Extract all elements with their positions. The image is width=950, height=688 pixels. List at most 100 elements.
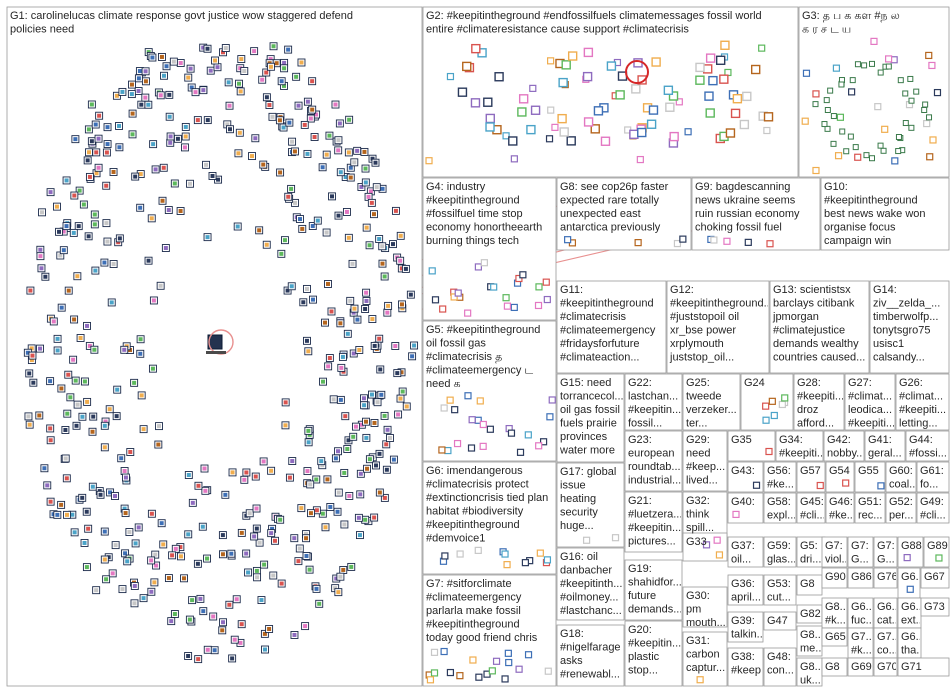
node xyxy=(854,61,861,68)
group-cell-g90 xyxy=(821,567,848,589)
group-label-line: demands wealthy xyxy=(773,338,859,350)
node-avatar xyxy=(86,127,91,132)
group-cell-g14 xyxy=(869,280,950,374)
node-avatar xyxy=(143,69,148,74)
group-label-line: G34: xyxy=(779,434,803,446)
node xyxy=(824,125,831,132)
group-cell-g51 xyxy=(854,492,886,524)
node-avatar xyxy=(150,366,155,371)
node xyxy=(503,302,512,310)
node xyxy=(450,293,458,301)
node-avatar xyxy=(178,61,183,66)
node-avatar xyxy=(341,567,346,572)
node-avatar xyxy=(220,552,225,557)
group-label-g46: G46:#ke... xyxy=(829,496,856,522)
node xyxy=(723,237,731,245)
group-label-line: #ke... xyxy=(829,510,856,522)
group-cell-g60 xyxy=(885,461,917,493)
group-cell-g5 xyxy=(422,320,557,462)
node-avatar xyxy=(304,536,309,541)
node-avatar xyxy=(274,61,279,66)
node xyxy=(880,147,887,154)
node xyxy=(543,556,552,564)
node-avatar xyxy=(367,243,372,248)
group-cell-g71 xyxy=(897,657,950,677)
node-avatar xyxy=(237,81,242,86)
node-avatar xyxy=(94,150,99,155)
node-avatar xyxy=(151,298,156,303)
node-avatar xyxy=(347,117,352,122)
node xyxy=(770,411,778,420)
node xyxy=(852,144,859,151)
node-avatar xyxy=(189,85,194,90)
group-label-line: heating xyxy=(560,493,596,505)
group-label-g21: G21:#luetzera...#keepitin...pictures... xyxy=(628,495,682,548)
group-label-line: க ர ச ட ய xyxy=(802,24,851,36)
node xyxy=(611,534,620,542)
node-avatar xyxy=(308,511,313,516)
group-label-line: need க xyxy=(426,378,461,390)
node xyxy=(842,479,850,487)
node-avatar xyxy=(300,226,305,231)
group-cell-g39 xyxy=(727,611,764,643)
group-cell-g16 xyxy=(556,547,625,621)
group-label-g89: G89 xyxy=(927,540,948,552)
node-avatar xyxy=(327,356,332,361)
node xyxy=(503,561,511,569)
node xyxy=(720,40,730,50)
node-avatar xyxy=(127,530,132,535)
node xyxy=(446,72,455,81)
node xyxy=(615,90,625,100)
group-cell-g56 xyxy=(763,461,797,493)
node xyxy=(675,98,683,106)
node-avatar xyxy=(61,229,66,234)
node-avatar xyxy=(290,459,295,464)
group-label-line: countries caused... xyxy=(773,352,865,364)
group-label-line: #climatecrisis protect xyxy=(426,479,529,491)
node-avatar xyxy=(48,426,53,431)
node-avatar xyxy=(246,570,251,575)
group-cell-g69 xyxy=(847,657,874,677)
node xyxy=(507,429,516,437)
node xyxy=(468,416,476,424)
group-label-line: G26: xyxy=(899,377,923,389)
node xyxy=(877,69,884,76)
node-avatar xyxy=(159,521,164,526)
node-avatar xyxy=(153,167,158,172)
group-label-line: G6... xyxy=(901,601,925,613)
group-cell-g35 xyxy=(727,430,776,462)
node xyxy=(524,651,533,659)
group-label-line: #climateaction... xyxy=(560,352,639,364)
group-label-line: barclays citibank xyxy=(773,298,855,310)
node xyxy=(492,657,501,665)
group-label-line: roundtab... xyxy=(628,461,681,473)
group-label-line: co... xyxy=(877,645,898,657)
group-label-g6: G6: imendangerous#climatecrisis protect#… xyxy=(426,465,548,545)
group-label-g4: G4: industry#keepitintheground#fossilfue… xyxy=(426,181,542,247)
group-label-g40: G40: xyxy=(731,496,755,508)
node-avatar xyxy=(343,414,348,419)
node-avatar xyxy=(387,436,392,441)
node xyxy=(515,665,523,673)
group-label-line: G17: global xyxy=(560,466,616,478)
group-label-line: #keepitintheground xyxy=(426,519,520,531)
node-avatar xyxy=(212,648,217,653)
group-cell-g30 xyxy=(682,586,728,628)
group-label-line: G7: #sitforclimate xyxy=(426,578,512,590)
node xyxy=(715,55,726,65)
group-label-line: asks xyxy=(560,655,583,667)
node-avatar xyxy=(346,150,351,155)
node-avatar xyxy=(149,511,154,516)
group-label-line: glas... xyxy=(767,554,796,566)
node xyxy=(440,404,448,412)
group-cell-g59 xyxy=(763,536,797,568)
group-cell-g45 xyxy=(796,492,826,524)
node-avatar xyxy=(136,76,141,81)
node xyxy=(502,294,510,302)
node-avatar xyxy=(297,546,302,551)
node-avatar xyxy=(286,47,291,52)
group-label-line: G20: xyxy=(628,624,652,636)
node-avatar xyxy=(132,601,137,606)
